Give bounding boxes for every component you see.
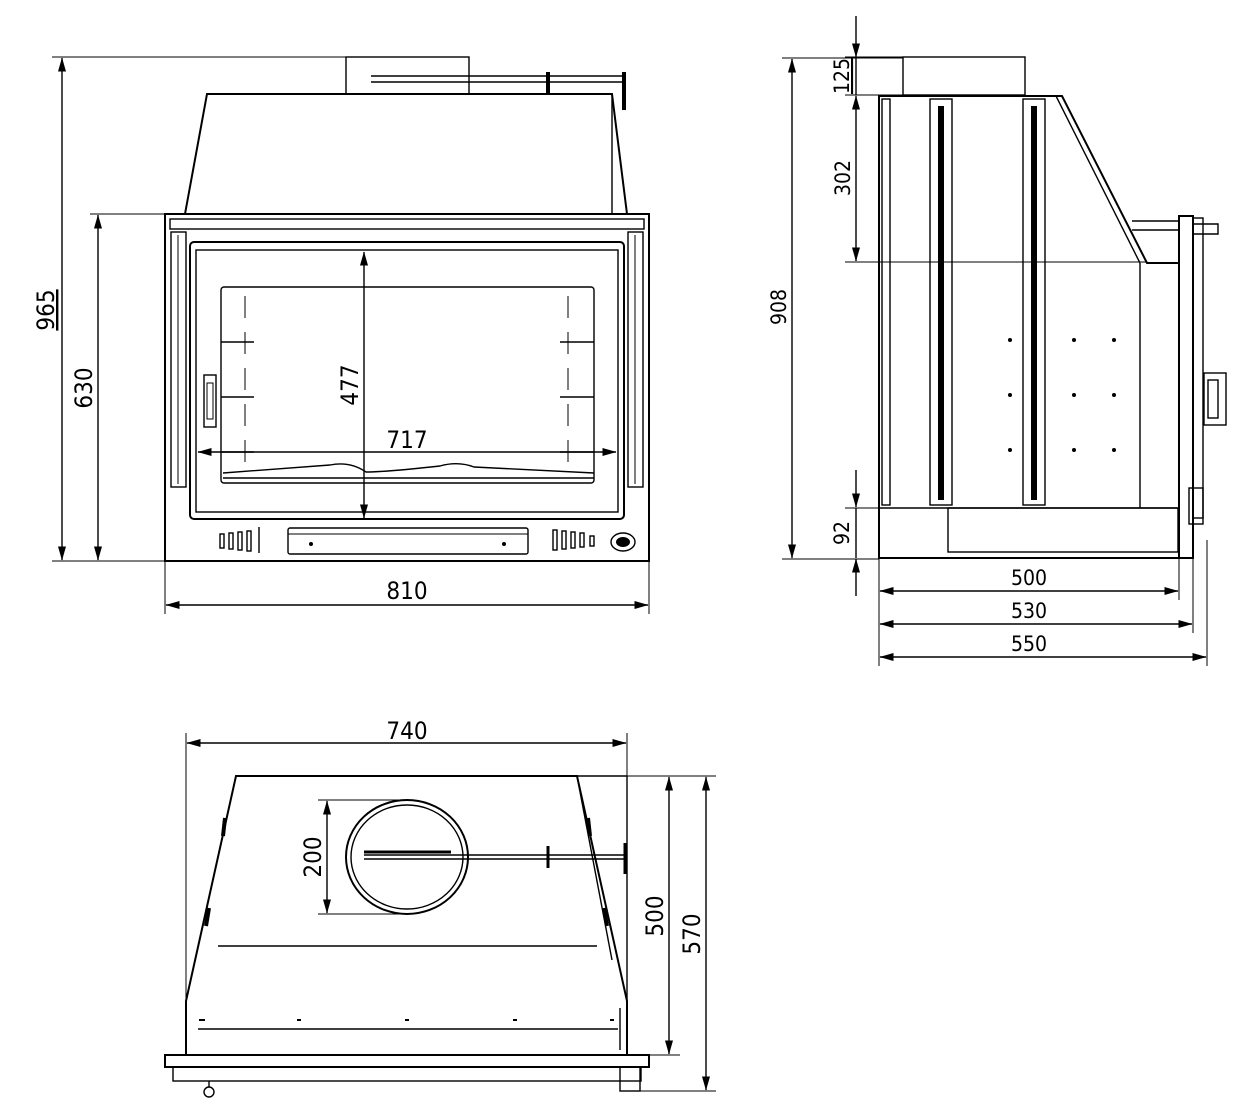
front-door-frame xyxy=(189,241,625,520)
dim-side-total-height: 908 xyxy=(767,57,903,560)
top-body xyxy=(185,775,628,1056)
dim-front-body-height-label: 630 xyxy=(70,367,98,408)
top-view: 740 200 500 570 xyxy=(164,717,716,1098)
dim-top-depth-body-label: 500 xyxy=(641,895,669,936)
front-view: 965 630 477 717 810 xyxy=(32,56,650,614)
dim-top-depth-total-label: 570 xyxy=(678,913,706,954)
dim-top-flue-diameter-label: 200 xyxy=(299,836,327,877)
front-hood xyxy=(183,93,629,215)
dim-top-depth-total: 570 xyxy=(640,776,716,1092)
front-grate xyxy=(222,463,595,474)
side-body xyxy=(878,95,1180,559)
front-body xyxy=(164,213,650,562)
front-logo xyxy=(610,532,636,552)
side-door-handle xyxy=(1203,372,1227,426)
dim-side-collar-height-label: 125 xyxy=(830,58,854,94)
dim-front-glass-width: 717 xyxy=(197,426,617,456)
dim-side-base-height: 92 xyxy=(830,470,879,596)
side-fixing-points xyxy=(1008,338,1116,452)
dim-side-hood-height: 302 xyxy=(831,95,1147,263)
dim-side-depths: 500 530 550 xyxy=(878,540,1208,666)
front-door-handle xyxy=(203,374,217,428)
dim-side-depth-total-label: 550 xyxy=(1011,632,1047,656)
dim-side-hood-height-label: 302 xyxy=(831,160,855,196)
dim-side-base-height-label: 92 xyxy=(830,521,854,545)
side-channels xyxy=(881,98,1046,506)
top-front-rail xyxy=(198,1008,621,1050)
dim-top-depth-body: 500 xyxy=(627,775,716,1056)
dim-front-total-height: 965 xyxy=(32,56,469,562)
front-air-vents xyxy=(219,527,595,553)
top-damper-rod xyxy=(364,843,627,874)
side-door-plate xyxy=(1178,215,1194,559)
dim-side-depth-body-label: 500 xyxy=(1011,566,1047,590)
dim-side-depth-door-label: 530 xyxy=(1011,599,1047,623)
dim-side-total-height-label: 908 xyxy=(767,289,791,325)
dim-top-width: 740 xyxy=(185,717,628,1000)
dim-front-glass-height: 477 xyxy=(336,251,368,519)
top-door-knob xyxy=(203,1086,215,1098)
top-front-plate xyxy=(164,1054,650,1068)
front-ash-drawer xyxy=(287,527,529,555)
dim-front-total-height-label: 965 xyxy=(32,289,60,330)
dim-top-flue-diameter: 200 xyxy=(299,799,412,915)
dim-front-total-width: 810 xyxy=(164,561,650,614)
dim-front-glass-width-label: 717 xyxy=(386,426,427,454)
dim-front-body-height: 630 xyxy=(70,213,165,561)
front-glass xyxy=(220,286,595,484)
top-flue-collar xyxy=(345,799,469,915)
side-flue-collar xyxy=(902,56,1026,96)
side-view: 125 302 908 92 xyxy=(767,16,1227,666)
dim-top-width-label: 740 xyxy=(386,717,427,745)
dim-side-collar-height: 125 xyxy=(830,16,903,96)
top-hinge-marks xyxy=(204,817,609,927)
dim-front-total-width-label: 810 xyxy=(386,577,427,605)
front-damper-rod xyxy=(371,72,626,110)
dim-front-glass-height-label: 477 xyxy=(336,364,364,405)
